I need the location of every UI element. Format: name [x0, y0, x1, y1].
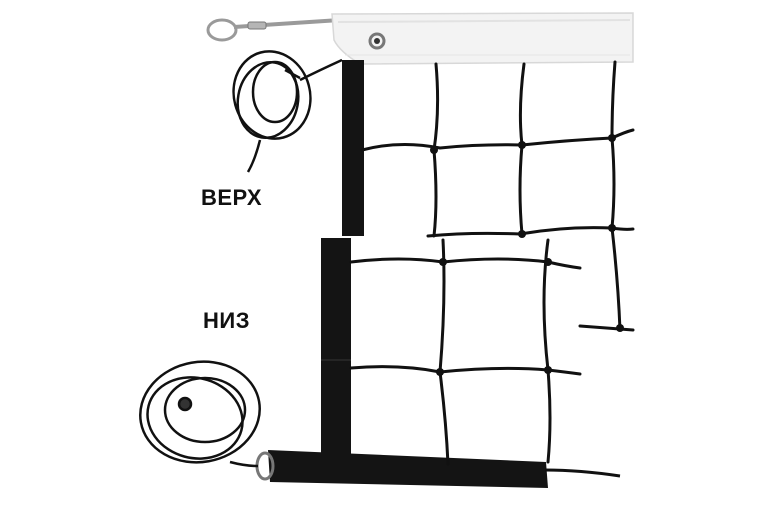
steel-cable [206, 18, 341, 42]
side-strap-bottom [321, 238, 351, 466]
top-rope-coil [232, 50, 343, 173]
top-tape [331, 12, 634, 65]
net-knots [430, 134, 624, 376]
label-bottom: НИЗ [203, 308, 250, 333]
net-upper [360, 60, 635, 332]
side-strap-top [342, 60, 364, 236]
grommet [368, 32, 386, 50]
label-top: ВЕРХ [201, 185, 263, 210]
bottom-rope-coil [139, 360, 261, 468]
bottom-strap [268, 450, 548, 488]
net-lower [349, 238, 582, 466]
